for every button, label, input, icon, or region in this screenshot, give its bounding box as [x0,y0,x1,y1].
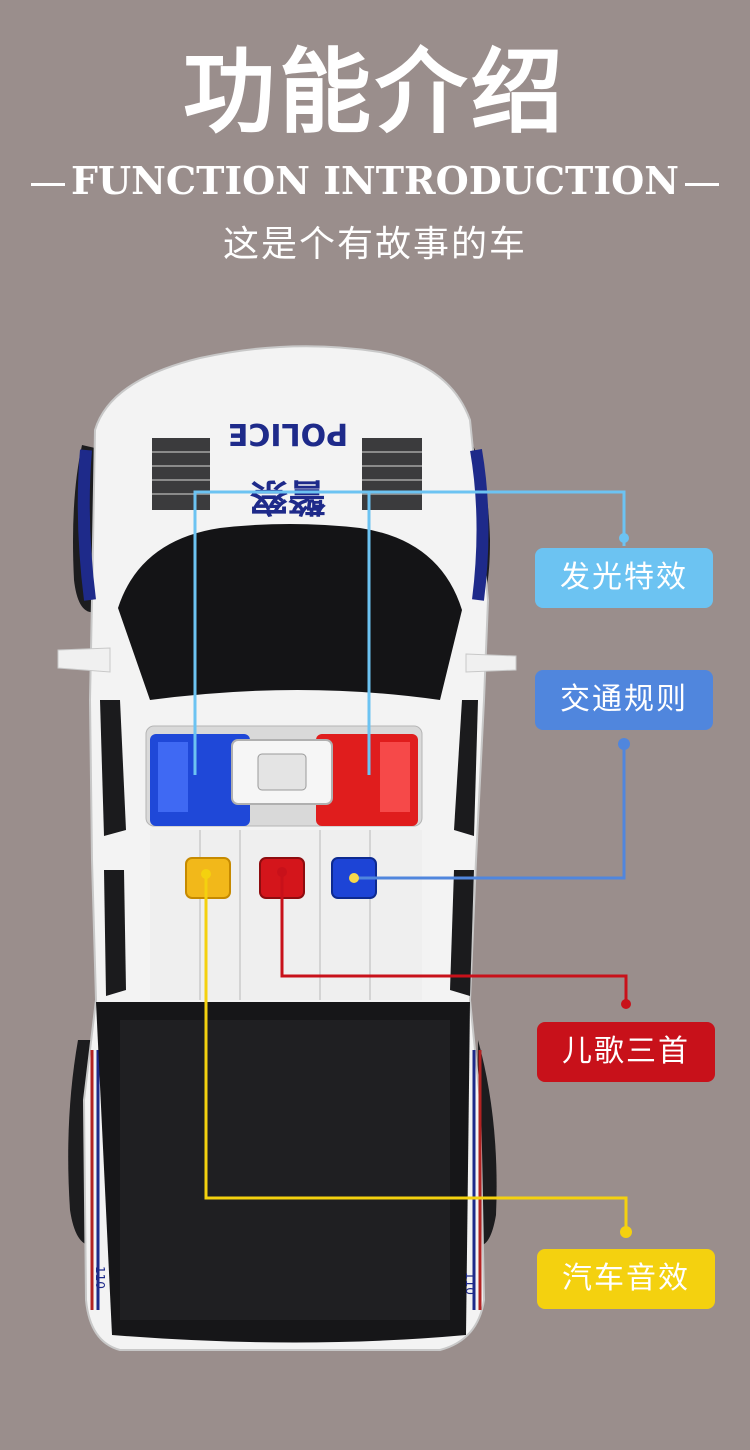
car-sound-label: 汽车音效 [537,1249,715,1309]
light-effect-label: 发光特效 [535,548,713,608]
traffic-rules-label: 交通规则 [535,670,713,730]
right-side-window [454,700,478,836]
right-hood-vent [362,438,422,510]
page-title: 功能介绍 [182,39,567,146]
truck-bed-panel [120,1020,450,1320]
traffic-callout-dot [618,738,630,750]
traffic-callout-line [354,742,626,880]
right-rear-window [450,870,474,996]
right-side-number: 110 [463,1272,477,1295]
hood-police-text: POLICE [228,416,348,451]
left-side-window [100,700,126,836]
center-light-inner [257,753,307,791]
songs-callout-dot [621,999,631,1009]
light-callout-dot [619,533,629,543]
windshield [118,524,462,700]
light-callout-line [193,490,626,775]
left-rear-window [104,870,126,996]
blue-button-dot [349,873,359,883]
left-mirror [57,647,111,673]
left-front-stripe [77,449,96,601]
yellow-button-dot [201,869,211,879]
hood-chinese-text: 警察 [250,475,326,519]
sound-callout-line [204,874,628,1232]
sound-callout-dot [620,1226,632,1238]
songs-callout-line [280,872,628,1004]
left-side-number: 110 [93,1266,107,1289]
red-button-dot [277,867,287,877]
left-dash [31,183,66,186]
left-hood-vent [152,438,210,510]
right-dash [684,183,719,186]
right-mirror [465,653,517,673]
english-subtitle-text: FUNCTION INTRODUCTION [71,158,679,203]
nursery-songs-label: 儿歌三首 [537,1022,715,1082]
english-subtitle: FUNCTION INTRODUCTION [0,158,750,204]
red-siren-highlight [380,742,410,812]
chinese-subtitle: 这是个有故事的车 [222,224,527,265]
blue-siren-highlight [158,742,188,812]
right-front-stripe [470,448,489,601]
